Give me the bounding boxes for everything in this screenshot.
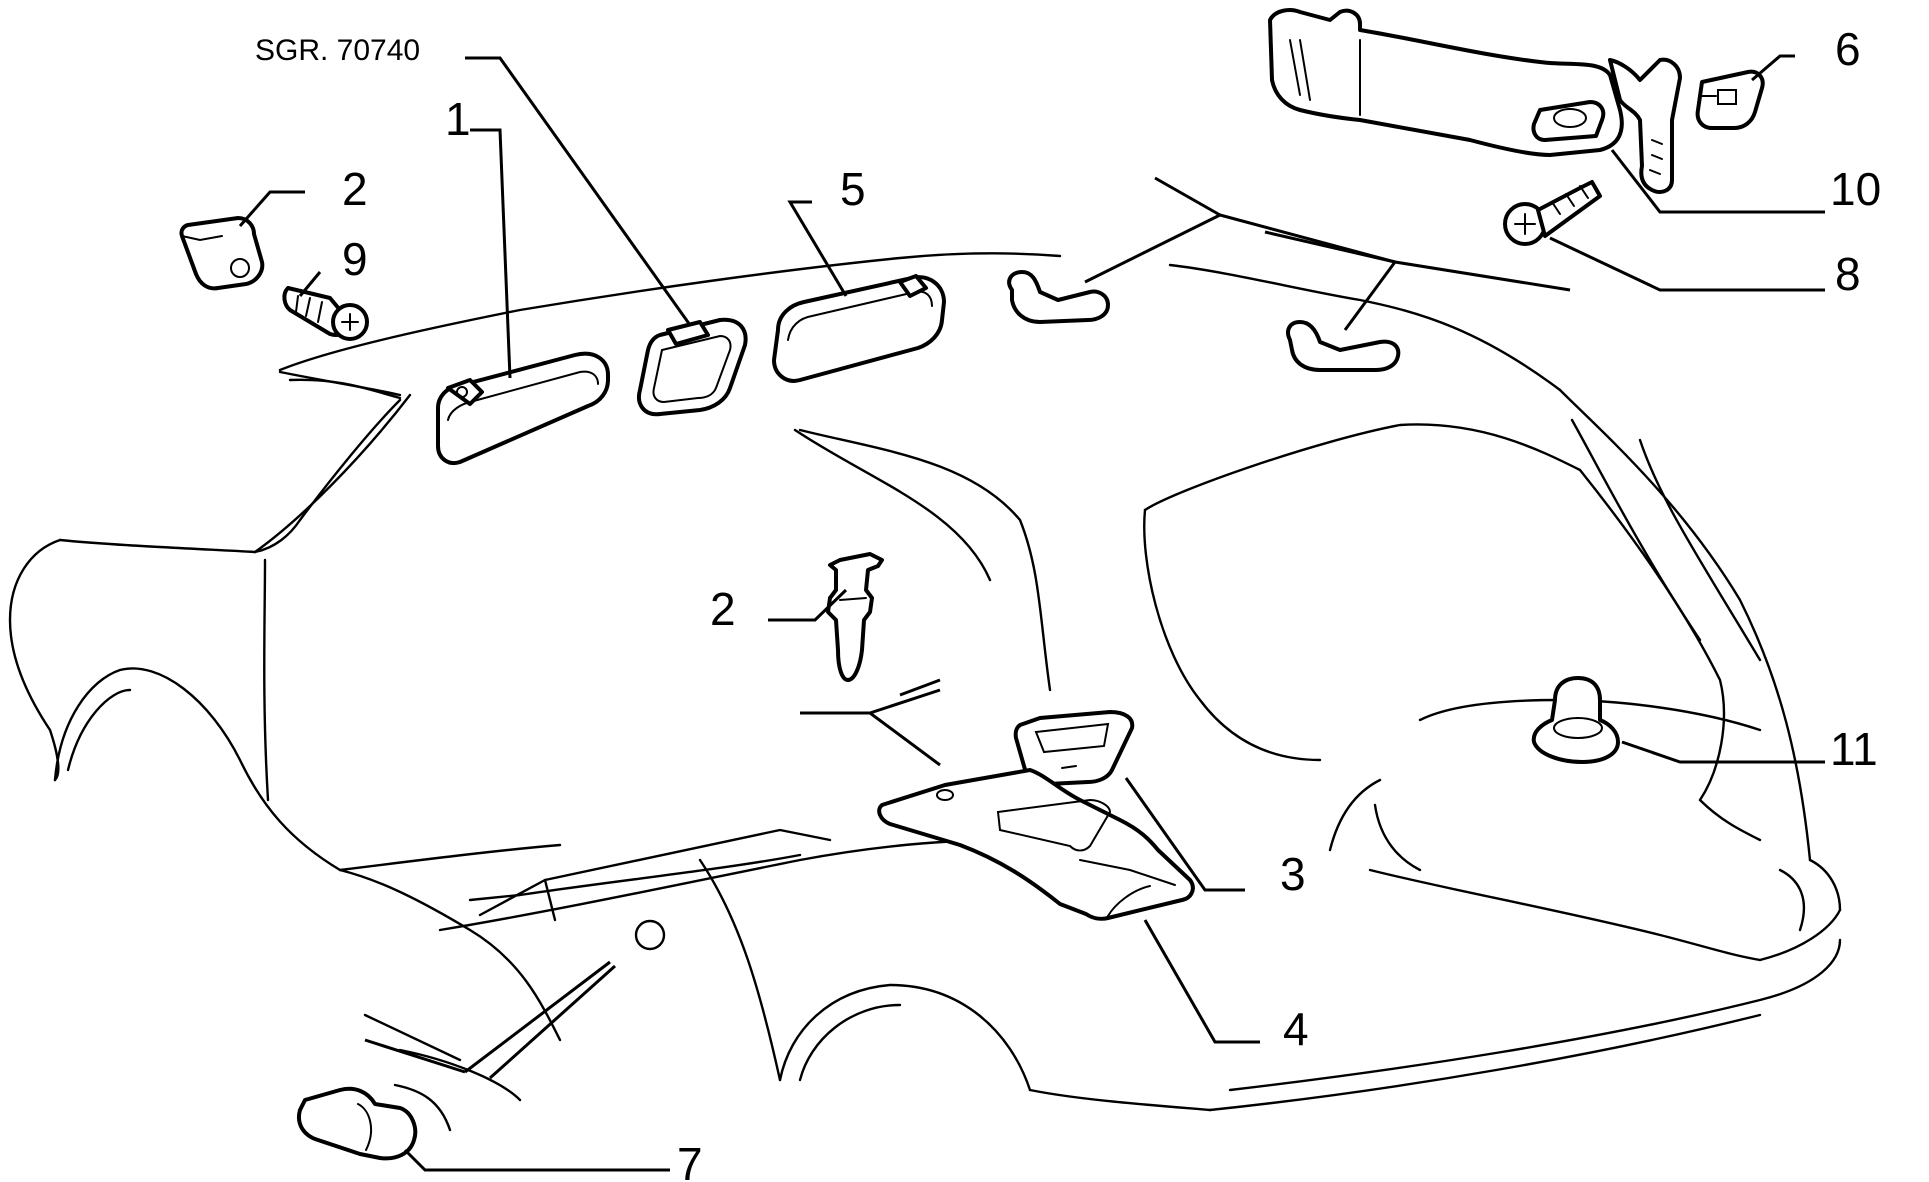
reference-label: SGR. 70740 [255,34,420,67]
callout-3: 3 [1280,848,1306,900]
callout-7: 7 [677,1138,703,1182]
callout-10: 10 [1830,163,1881,215]
roof-grab-handle-rear [1286,320,1401,372]
sun-visor-left [436,351,610,465]
callout-1: 1 [445,93,471,145]
push-pin-2 [826,552,884,682]
leader-lines [238,54,1825,1172]
rubber-stop-11 [1531,676,1620,764]
trim-panel-4 [877,768,1195,921]
callout-2-middle: 2 [710,583,736,635]
callout-4: 4 [1283,1003,1309,1055]
interior-mirror [637,317,748,417]
car-body-outline [8,252,1842,1132]
callout-9: 9 [342,233,368,285]
screw-9 [282,286,369,341]
cap-7 [297,1086,418,1161]
callout-6: 6 [1835,23,1861,75]
callout-11: 11 [1830,723,1878,775]
callout-5: 5 [840,163,866,215]
clip-2-top [179,216,265,291]
sun-visor-right [772,274,946,383]
grab-handle [1268,8,1682,194]
storage-tray-3 [1013,710,1135,786]
callout-8: 8 [1835,248,1861,300]
callout-2-top: 2 [342,163,368,215]
screw-8 [1503,180,1602,246]
roof-grab-handle-front [1007,270,1110,324]
